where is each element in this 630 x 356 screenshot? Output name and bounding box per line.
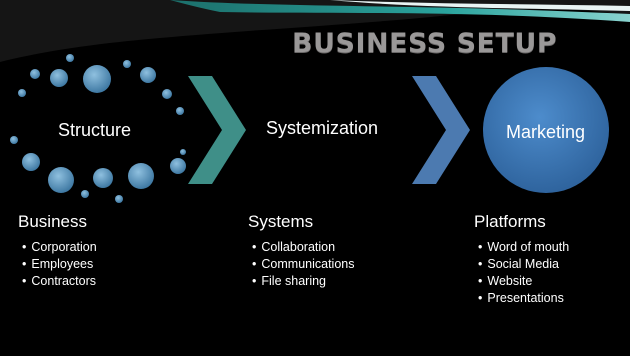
list-item: Contractors xyxy=(22,273,97,290)
chevron-teal-icon xyxy=(188,76,246,184)
column-business-heading: Business xyxy=(18,212,87,231)
column-business-list: Corporation Employees Contractors xyxy=(22,239,97,290)
stage-systemization-label: Systemization xyxy=(266,118,379,138)
list-item: Website xyxy=(478,273,569,290)
slide-title: BUSINESS SETUP xyxy=(292,28,558,59)
list-item: Corporation xyxy=(22,239,96,256)
list-item: Communications xyxy=(252,256,354,273)
list-item: Word of mouth xyxy=(478,239,569,256)
top-swoosh xyxy=(0,0,630,62)
stage-structure-label: Structure xyxy=(58,120,132,140)
chevron-blue-icon xyxy=(412,76,470,184)
list-item: Collaboration xyxy=(252,239,354,256)
list-item: Presentations xyxy=(478,290,569,307)
list-item: Employees xyxy=(22,256,97,273)
top-swoosh-teal xyxy=(170,0,630,22)
list-item: Social Media xyxy=(478,256,569,273)
column-systems-list: Collaboration Communications File sharin… xyxy=(252,239,354,290)
top-swoosh-white xyxy=(330,0,630,11)
stage-marketing-label: Marketing xyxy=(506,122,586,142)
column-systems-heading: Systems xyxy=(248,212,314,231)
list-item: File sharing xyxy=(252,273,354,290)
dot-ring xyxy=(10,54,186,203)
column-platforms-list: Word of mouth Social Media Website Prese… xyxy=(478,239,569,307)
marketing-circle xyxy=(483,67,609,193)
column-platforms-heading: Platforms xyxy=(474,212,546,231)
